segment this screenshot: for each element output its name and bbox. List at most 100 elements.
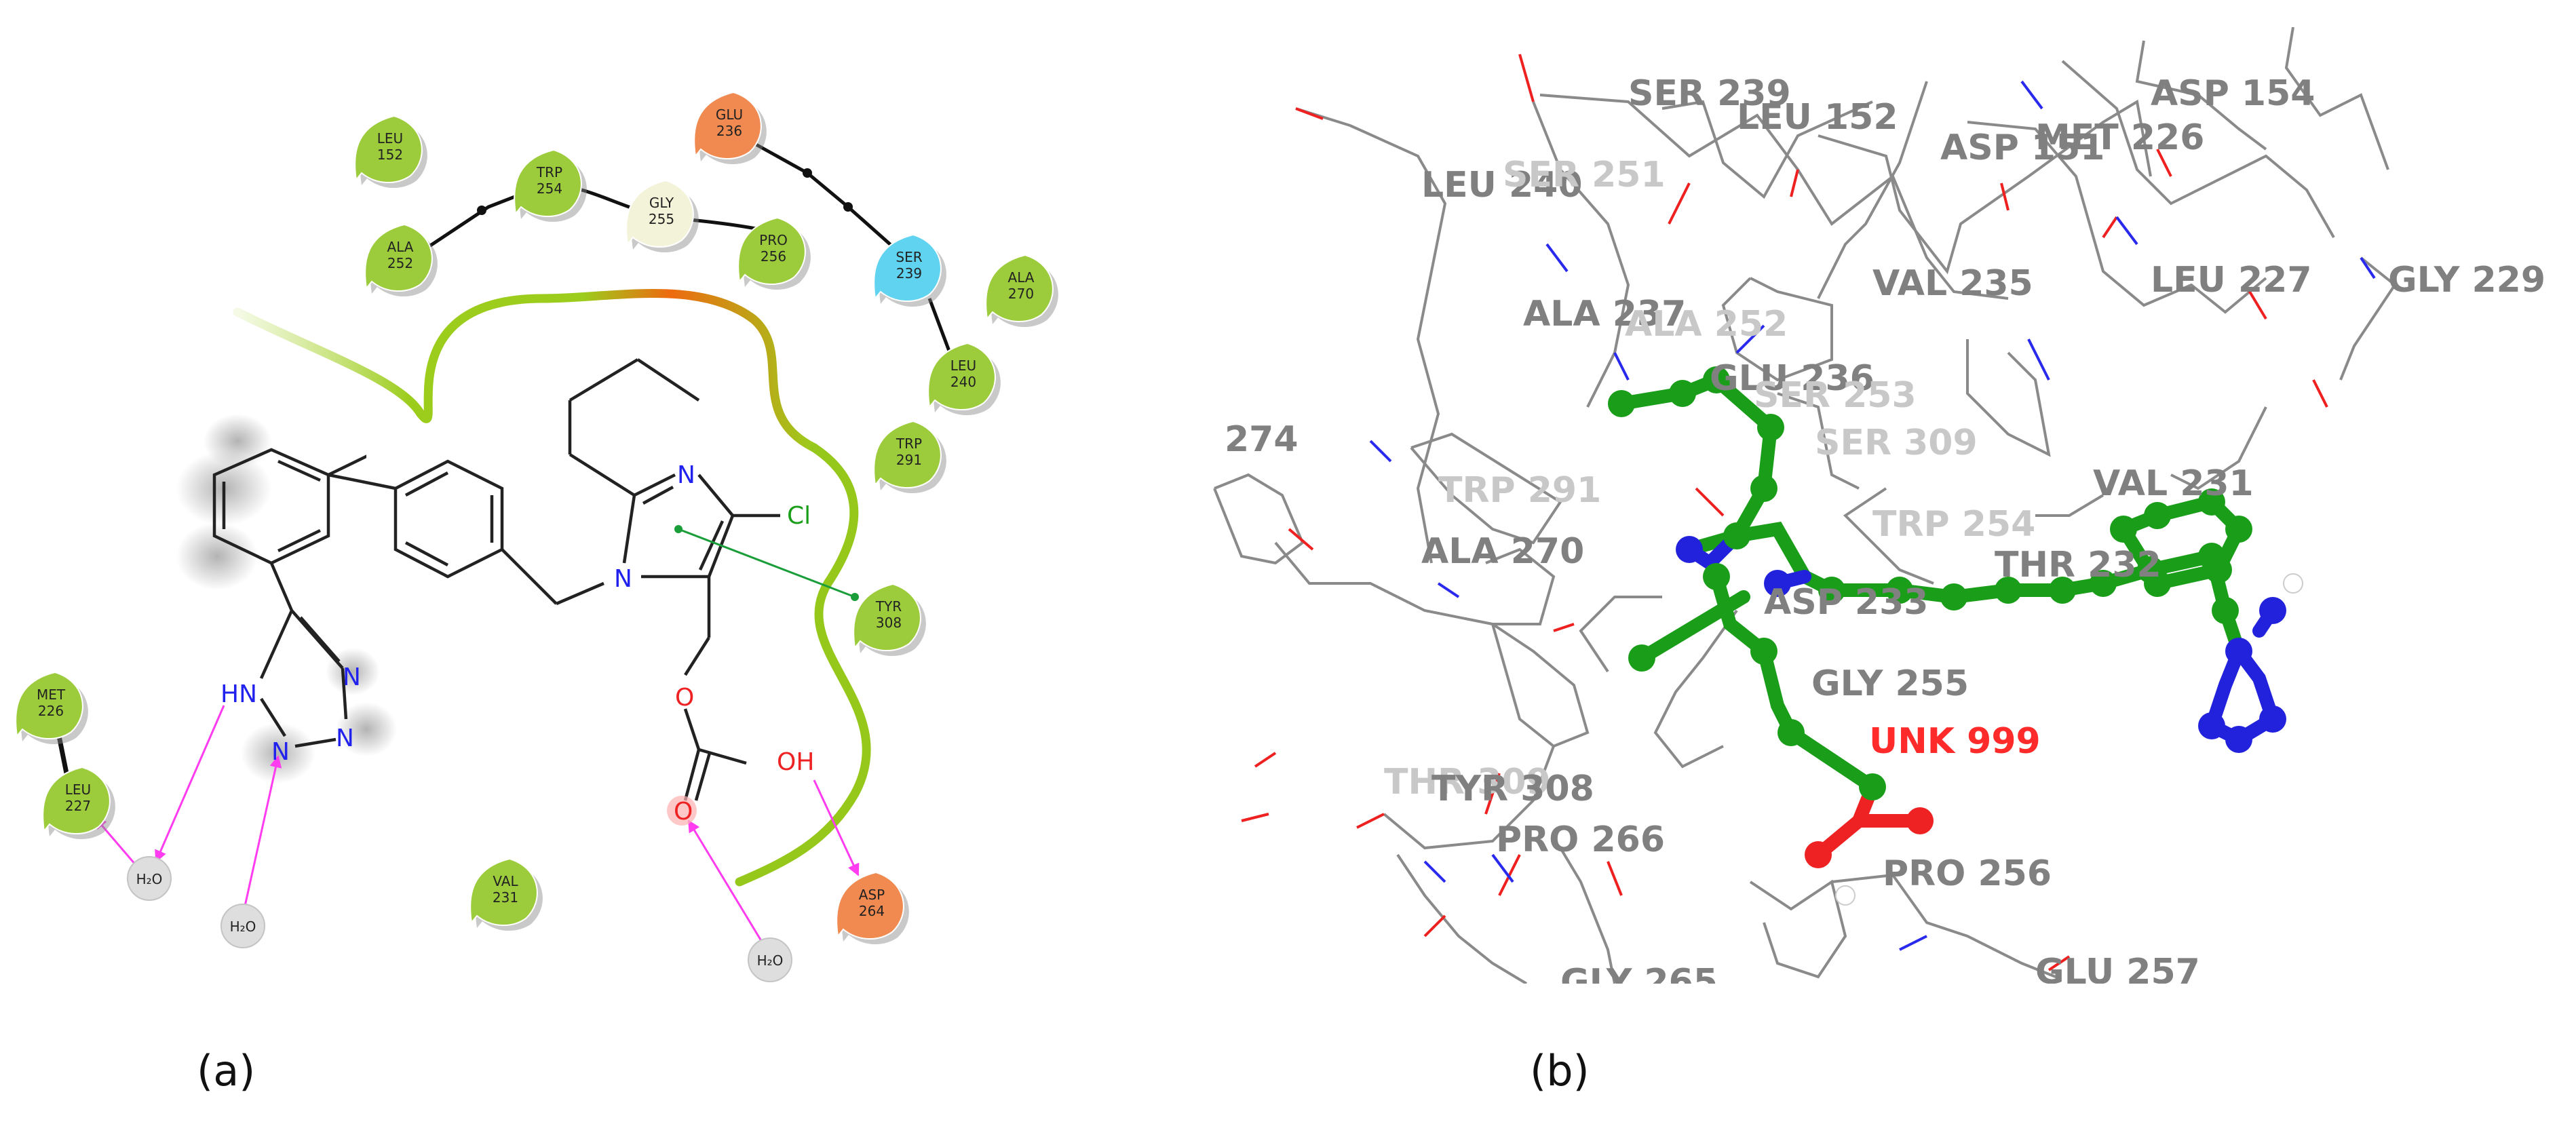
residue-number: 152 [377, 147, 403, 163]
backbone-ser239-leu240 [927, 298, 952, 353]
atom-n-imidazole: N [614, 565, 632, 593]
residue-name: GLU [716, 107, 743, 123]
residue-label-trp291: TRP 291 [1438, 470, 1601, 511]
residue-label-ser239: SER 239 [1628, 73, 1791, 114]
pi-interaction-end [851, 593, 859, 601]
residue-number: 255 [649, 211, 674, 227]
residue-name: ASP [859, 887, 885, 903]
residue-name: TRP [896, 436, 922, 452]
hbond-water-carbonyl [687, 819, 768, 950]
protein-wireframe [1213, 27, 2397, 984]
ligand-ball-stick [1608, 366, 2303, 906]
pocket-outline-left [233, 289, 819, 452]
residue-label-ala252: ALA 252 [1625, 304, 1788, 345]
residue-label-ser309: SER 309 [1815, 423, 1978, 463]
residue-name: TYR [875, 598, 902, 615]
residue-number: 240 [950, 374, 976, 390]
ligand-label-3d: UNK 999 [1869, 721, 2041, 762]
residue-label-ser251: SER 251 [1503, 155, 1666, 195]
ligand-ring-b [328, 459, 604, 606]
imidazole-ring [568, 358, 780, 801]
residue-label-gly265: GLY 265 [1560, 962, 1718, 1003]
atom-n-tetrazole-3: N [271, 738, 290, 766]
residue-label-pro266: PRO 266 [1496, 819, 1665, 860]
residue-name: PRO [759, 232, 788, 248]
residue-number: 236 [716, 123, 742, 139]
residue-name: ALA [1008, 269, 1035, 286]
residue-number: 231 [493, 889, 518, 906]
residue-number: 291 [896, 452, 922, 468]
residue-label-val231: VAL 231 [2093, 463, 2254, 504]
residue-label-met226: MET 226 [2035, 117, 2204, 158]
ring-mask [366, 441, 543, 577]
residue-label-trp254: TRP 254 [1872, 504, 2035, 545]
residue-label-ser253: SER 253 [1754, 375, 1917, 416]
exposure-halo [336, 702, 397, 756]
exposure-halo [241, 722, 315, 784]
residue-label-asp233: ASP 233 [1764, 582, 1928, 623]
residue-label-ala270: ALA 270 [1421, 531, 1584, 572]
residue-number: 254 [537, 180, 562, 197]
chain-bead [477, 206, 486, 215]
residue-name: LEU [65, 781, 91, 798]
atom-o-ester: O [675, 684, 694, 712]
residue-name: LEU [950, 357, 976, 374]
atom-o-carbonyl: O [674, 798, 693, 826]
residue-label-pro256: PRO 256 [1883, 853, 2052, 894]
residue-number: 227 [65, 798, 91, 814]
water-glyphs: H₂O H₂O H₂O [127, 856, 792, 982]
exposure-halo [176, 522, 258, 590]
atom-n-tetrazole-1: N [343, 663, 361, 691]
exposure-halo [204, 414, 271, 468]
residue-number: 256 [761, 248, 786, 265]
atom-o-carbonyl-halo [667, 796, 697, 826]
residue-label-gly229: GLY 229 [2388, 260, 2545, 301]
residue-name: ALA [387, 239, 414, 255]
pi-interaction-line [678, 528, 856, 598]
water-label: H₂O [136, 871, 163, 887]
hbond-water-n [243, 755, 282, 910]
residue-name: MET [37, 686, 66, 703]
residue-name: VAL [493, 873, 518, 889]
water-w2: H₂O [220, 904, 265, 948]
atom-n-imidazole-top: N [677, 461, 695, 489]
panel-a-label: (a) [197, 1046, 255, 1096]
residue-glyphs: LEU152TRP254ALA252GLY255PRO256GLU236SER2… [15, 91, 1058, 945]
residue-label-leu227: LEU 227 [2151, 260, 2312, 301]
residue-number: 252 [387, 255, 413, 271]
chain-bead [843, 202, 853, 212]
residue-label-r274: 274 [1225, 419, 1299, 460]
protein-wireframe-blue [1369, 80, 2376, 951]
residue-number: 226 [38, 703, 64, 719]
atom-cl: Cl [787, 502, 811, 530]
backbone-glu236-ser239 [745, 137, 910, 263]
water-label: H₂O [757, 952, 784, 969]
residue-number: 264 [859, 903, 885, 919]
panel-a: N N Cl HN N N N O O OH LEU152TRP254ALA25… [15, 91, 1058, 1096]
hbond-water-leu227 [94, 816, 137, 866]
panel-b-label: (b) [1530, 1046, 1590, 1096]
residue-name: LEU [377, 130, 403, 147]
atom-nh: HN [220, 680, 257, 708]
residue-label-tyr308: TYR 308 [1431, 769, 1594, 809]
residue-label-leu240: LEU 240 [1421, 165, 1583, 206]
residue-label-thr309: THR 309 [1384, 762, 1551, 802]
atom-oh: OH [777, 748, 814, 776]
atom-n-tetrazole-2: N [336, 724, 354, 752]
residue-name: TRP [536, 164, 562, 180]
residue-label-glu236: GLU 236 [1710, 358, 1875, 399]
